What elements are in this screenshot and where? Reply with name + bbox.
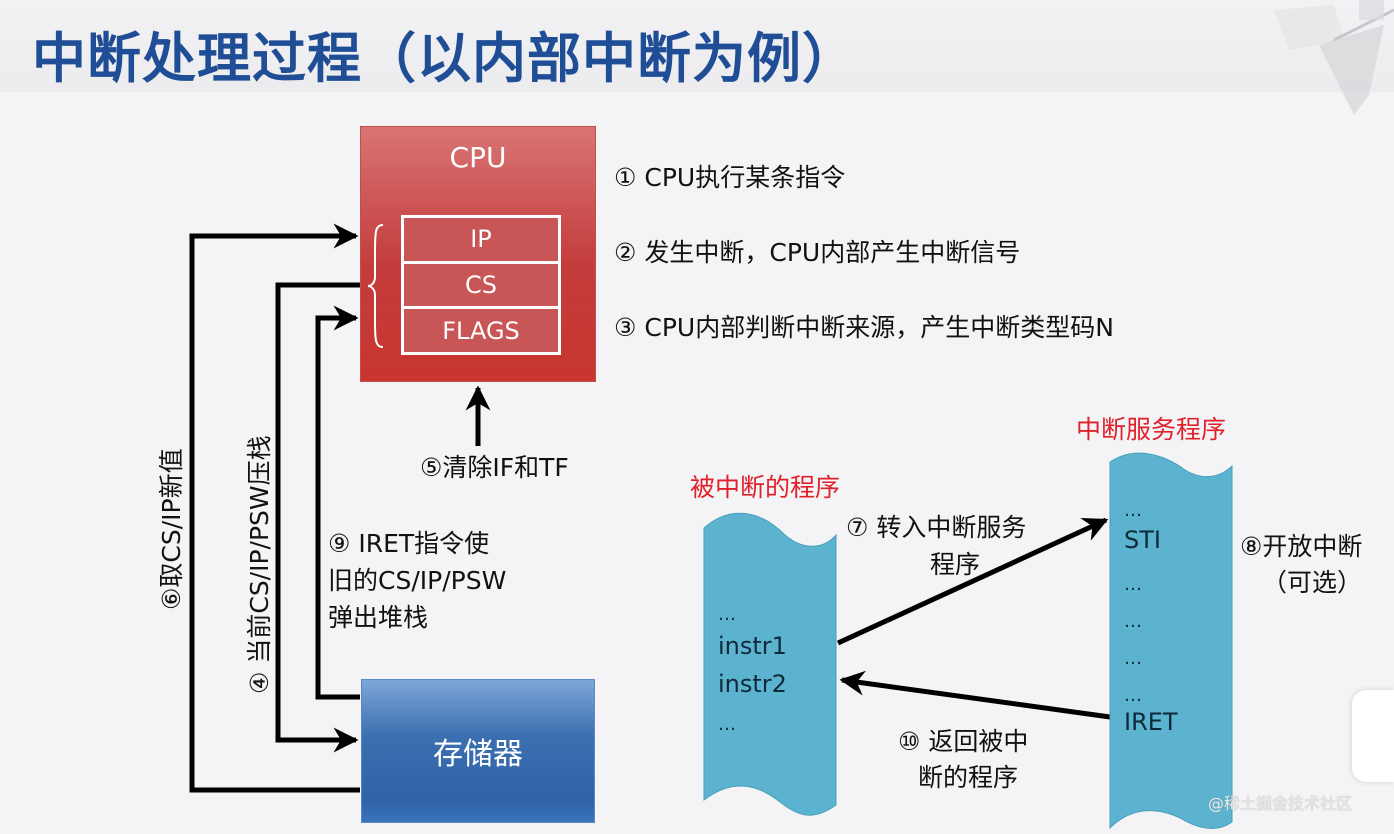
step-10-line1: ⑩ 返回被中 — [898, 727, 1029, 756]
isr-scroll — [1109, 452, 1233, 830]
interrupted-program-scroll — [703, 512, 837, 816]
step-8-line2: （可选） — [1262, 568, 1363, 597]
code-line-instr2: instr2 — [718, 670, 787, 698]
cpu-label: CPU — [449, 141, 507, 174]
isr-line-sti: STI — [1124, 526, 1161, 554]
step-5-label: ⑤清除IF和TF — [420, 453, 569, 482]
isr-line: … — [1124, 574, 1144, 595]
step-8-line1: ⑧开放中断 — [1240, 532, 1363, 561]
step-1: ① CPU执行某条指令 — [614, 163, 846, 192]
register-cs: CS — [404, 263, 558, 307]
step-4-label: ④ 当前CS/IP/PSW压栈 — [245, 435, 274, 694]
interrupted-program-title: 被中断的程序 — [690, 473, 841, 502]
step-6-label: ⑥取CS/IP新值 — [157, 448, 186, 610]
arrow-step7-enter-isr — [836, 517, 1109, 646]
arrow-step9-pop-stack — [315, 305, 360, 700]
step-9-line3: 弹出堆栈 — [328, 603, 429, 632]
isr-line: … — [1124, 685, 1144, 706]
decorative-drafting-tools-icon — [1274, 0, 1394, 115]
isr-line: … — [1124, 500, 1144, 521]
step-10-line2: 断的程序 — [918, 763, 1019, 792]
code-line: … — [718, 714, 738, 735]
step-2: ② 发生中断，CPU内部产生中断信号 — [614, 238, 1021, 267]
register-ip: IP — [404, 218, 558, 261]
memory-block: 存储器 — [361, 679, 595, 823]
step-9-line1: ⑨ IRET指令使 — [328, 529, 490, 558]
isr-title: 中断服务程序 — [1076, 415, 1227, 444]
slide-title: 中断处理过程（以内部中断为例） — [32, 27, 857, 90]
arrow-step10-return — [839, 670, 1111, 720]
arrow-step4-push-stack — [275, 282, 360, 753]
step-7-line2: 程序 — [930, 550, 981, 579]
isr-line-iret: IRET — [1124, 708, 1178, 736]
cpu-block: CPU IP CS FLAGS — [360, 126, 596, 382]
brace-icon — [367, 224, 384, 348]
isr-line: … — [1124, 611, 1144, 632]
arrow-step6-fetch-new-csip — [189, 223, 360, 793]
register-stack: IP CS FLAGS — [401, 215, 561, 355]
step-3: ③ CPU内部判断中断来源，产生中断类型码N — [614, 313, 1114, 342]
step-7-line1: ⑦ 转入中断服务 — [846, 513, 1027, 542]
watermark: @稀土掘金技术社区 — [1208, 794, 1353, 813]
code-line: … — [718, 604, 738, 625]
step-9-line2: 旧的CS/IP/PSW — [328, 566, 507, 595]
header-band — [0, 0, 1394, 92]
register-flags: FLAGS — [404, 309, 558, 353]
side-floating-button[interactable] — [1352, 690, 1394, 782]
code-line-instr1: instr1 — [718, 632, 787, 660]
isr-line: … — [1124, 648, 1144, 669]
